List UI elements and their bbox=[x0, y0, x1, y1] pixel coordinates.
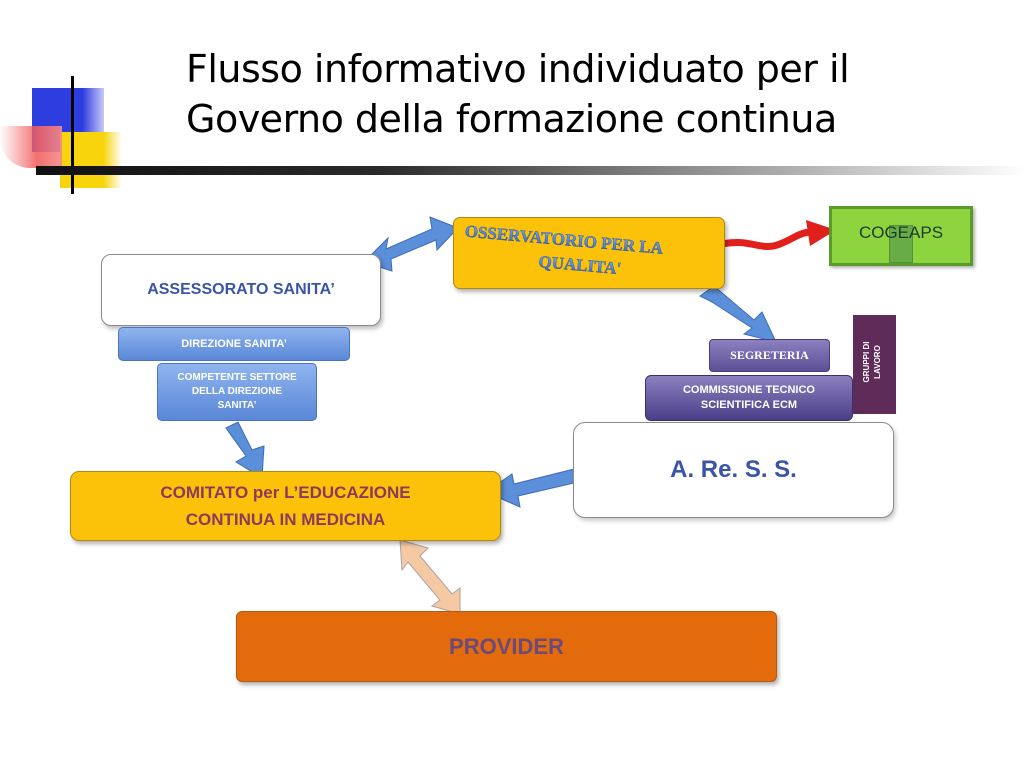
segreteria-box: SEGRETERIA bbox=[709, 339, 830, 372]
assessorato-sanita-box: ASSESSORATO SANITA’ bbox=[101, 254, 381, 326]
decor-yellow-square bbox=[60, 132, 122, 188]
arrow-comitato-provider bbox=[399, 539, 461, 615]
title-line-1: Flusso informativo individuato per il bbox=[186, 47, 850, 91]
cogeaps-label: COGEAPS bbox=[858, 223, 944, 242]
assessorato-label: ASSESSORATO SANITA’ bbox=[147, 281, 335, 298]
comitato-line-1: COMITATO per L’EDUCAZIONE bbox=[160, 483, 411, 502]
decor-horizontal-line bbox=[36, 166, 1024, 175]
comitato-line-2: CONTINUA IN MEDICINA bbox=[185, 510, 386, 529]
gruppi-line-1: GRUPPI DI bbox=[862, 341, 871, 383]
aress-box: A. Re. S. S. bbox=[573, 422, 894, 518]
arrow-osservatorio-segreteria bbox=[699, 285, 777, 343]
osservatorio-line-1: OSSERVATORIO PER LA bbox=[464, 222, 664, 258]
osservatorio-line-2: QUALITA' bbox=[538, 252, 622, 278]
decor-vertical-line bbox=[71, 76, 74, 194]
direzione-sanita-box: DIREZIONE SANITA’ bbox=[118, 327, 350, 361]
commissione-tecnico-scientifica-box: COMMISSIONE TECNICO SCIENTIFICA ECM bbox=[645, 375, 853, 421]
decor-red-gradient bbox=[0, 126, 62, 168]
segreteria-label: SEGRETERIA bbox=[730, 348, 809, 362]
competente-line-2: DELLA DIREZIONE bbox=[191, 386, 283, 397]
competente-line-1: COMPETENTE SETTORE bbox=[177, 372, 297, 383]
competente-settore-box: COMPETENTE SETTORE DELLA DIREZIONE SANIT… bbox=[157, 363, 317, 421]
commissione-line-1: COMMISSIONE TECNICO bbox=[682, 384, 815, 396]
provider-label: PROVIDER bbox=[449, 633, 564, 659]
slide-title: Flusso informativo individuato per il Go… bbox=[186, 44, 946, 144]
osservatorio-wordart: OSSERVATORIO PER LA QUALITA' bbox=[464, 221, 665, 278]
aress-label: A. Re. S. S. bbox=[670, 456, 797, 483]
gruppi-di-lavoro-box: GRUPPI DI LAVORO bbox=[853, 315, 896, 414]
direzione-label: DIREZIONE SANITA’ bbox=[181, 338, 287, 350]
osservatorio-box: OSSERVATORIO PER LA QUALITA' bbox=[453, 217, 725, 289]
provider-box: PROVIDER bbox=[236, 611, 777, 682]
arrow-osservatorio-cogeaps bbox=[718, 220, 836, 251]
cogeaps-box: COGEAPS bbox=[829, 206, 973, 266]
arrow-ares-comitato bbox=[484, 468, 575, 508]
arrow-competente-comitato bbox=[225, 421, 265, 479]
title-line-2: Governo della formazione continua bbox=[186, 97, 837, 141]
commissione-line-2: SCIENTIFICA ECM bbox=[700, 399, 798, 411]
comitato-ecm-box: COMITATO per L’EDUCAZIONE CONTINUA IN ME… bbox=[70, 471, 501, 541]
cogeaps-square-shape bbox=[889, 225, 913, 263]
competente-line-3: SANITA’ bbox=[217, 400, 257, 411]
gruppi-line-2: LAVORO bbox=[873, 345, 882, 379]
